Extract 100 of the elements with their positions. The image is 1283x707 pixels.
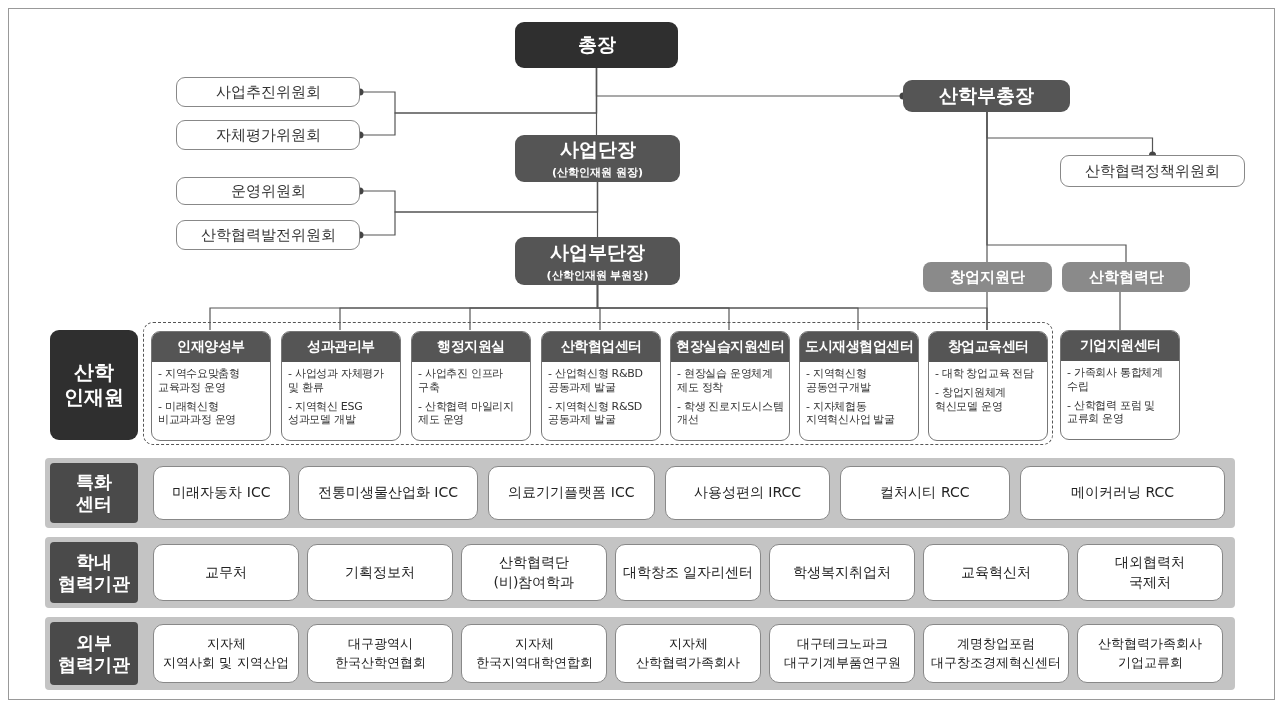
department-card (541, 331, 661, 441)
org-box (307, 544, 453, 601)
department-title: 기업지원센터 (1061, 331, 1179, 361)
org-box (1062, 262, 1190, 292)
label-text: 의료기기플랫폼 ICC (508, 484, 635, 502)
department-title: 창업교육센터 (929, 332, 1047, 362)
label-text: 미래자동차 ICC (172, 484, 271, 502)
org-box (153, 466, 290, 520)
band-label: 학내 협력기관 (50, 542, 138, 603)
subtitle-text: (산학인재원 원장) (552, 165, 643, 180)
org-box (307, 624, 453, 683)
label-text: 대구창조경제혁신센터 (931, 654, 1061, 671)
org-box (298, 466, 478, 520)
label-text: 산학협력단 (1088, 267, 1164, 287)
org-box (903, 80, 1070, 112)
label-text: 한국산학연협회 (334, 654, 426, 671)
department-title: 행정지원실 (412, 332, 530, 362)
bullet-text: - 지역혁신 ESG 성과모델 개발 (288, 399, 364, 427)
department-card (281, 331, 401, 441)
org-box (769, 624, 915, 683)
label-text: 기획정보처 (345, 563, 415, 582)
department-title: 인재양성부 (152, 332, 270, 362)
category-band (45, 458, 1235, 528)
org-box (488, 466, 655, 520)
label-text: 국제처 (1129, 573, 1171, 591)
label-text: 산학협력발전위원회 (200, 225, 336, 245)
title-text: 대구광역시 (347, 636, 413, 653)
org-box (461, 544, 607, 601)
label-text: 메이커러닝 RCC (1071, 484, 1174, 502)
label-text: 교무처 (205, 563, 247, 582)
committee-box (176, 77, 360, 107)
org-box (461, 624, 607, 683)
label-text: 기업교류회 (1117, 654, 1183, 671)
label-text: 창업지원단 (950, 267, 1025, 287)
org-box (769, 544, 915, 601)
title-text: 계명창업포럼 (957, 636, 1035, 653)
department-card (411, 331, 531, 441)
department-card (1060, 330, 1180, 440)
label-text: 운영위원회 (230, 181, 306, 201)
title-text: 대구테크노파크 (796, 636, 888, 653)
connector-line (986, 291, 988, 331)
title-text: 지자체 (514, 636, 554, 653)
bullet-text: - 대학 창업교육 전담 (935, 367, 1035, 381)
org-box (1020, 466, 1225, 520)
connector-line (596, 181, 599, 238)
label-text: 사업추진위원회 (215, 82, 321, 102)
title-text: 사업부단장 (550, 239, 645, 265)
department-title: 현장실습지원센터 (671, 332, 789, 362)
bullet-text: - 산업혁신형 R&BD 공동과제 발굴 (548, 367, 644, 395)
label-text: 전통미생물산업화 ICC (317, 484, 459, 502)
title-text: 지자체 (668, 636, 708, 653)
committee-box (176, 120, 360, 150)
org-box (515, 22, 678, 68)
title-text: 대외협력처 (1115, 554, 1185, 572)
title-text: 지자체 (206, 636, 246, 653)
department-card (928, 331, 1048, 441)
label-text: 대구기계부품연구원 (783, 654, 901, 671)
label-text: 총장 (577, 32, 616, 57)
label-text: 자체평가위원회 (215, 125, 321, 145)
org-box (923, 624, 1069, 683)
bullet-text: - 지역수요맞춤형 교육과정 운영 (158, 367, 241, 395)
category-band (45, 537, 1235, 608)
subtitle-text: (산학인재원 부원장) (546, 267, 649, 283)
org-box (1077, 544, 1223, 601)
label-text: 한국지역대학연합회 (475, 654, 593, 671)
label-text: 교육혁신처 (961, 563, 1031, 582)
org-box (153, 624, 299, 683)
bullet-text: - 지역혁신형 R&SD 공동과제 발굴 (548, 399, 644, 427)
bullet-text: - 미래혁신형 비교과과정 운영 (158, 399, 238, 427)
label-text: (비)참여학과 (493, 573, 575, 591)
connector-line (986, 111, 1127, 263)
org-box (515, 237, 680, 285)
bullet-text: - 사업추진 인프라 구축 (418, 367, 504, 395)
org-box (1077, 624, 1223, 683)
bullet-text: - 사업성과 자체평가 및 환류 (288, 367, 385, 395)
bullet-text: - 가족회사 통합체계 수립 (1067, 366, 1164, 394)
committee-box (1060, 155, 1245, 187)
bullet-text: - 산학협력 마일리지 제도 운영 (418, 399, 515, 427)
label-text: 학생복지취업처 (793, 563, 891, 582)
bullet-text: - 산학협력 포럼 및 교류회 운영 (1067, 398, 1157, 426)
connector-line (595, 67, 598, 136)
department-title: 성과관리부 (282, 332, 400, 362)
committee-box (176, 220, 360, 250)
band-label: 특화 센터 (50, 463, 138, 523)
title-text: 사업단장 (559, 137, 636, 162)
label-text: 산학협력가족회사 (636, 654, 740, 671)
department-card (151, 331, 271, 441)
title-text: 산학협력단 (499, 554, 569, 572)
bullet-text: - 현장실습 운영체계 제도 정착 (677, 367, 774, 395)
department-card (670, 331, 790, 441)
label-text: 산학협력정책위원회 (1085, 161, 1220, 181)
org-box (615, 624, 761, 683)
department-card (799, 331, 919, 441)
org-box (50, 330, 138, 440)
org-box (923, 262, 1052, 292)
committee-box (176, 177, 360, 205)
org-box (153, 544, 299, 601)
bullet-text: - 창업지원체계 혁신모델 운영 (935, 385, 1008, 414)
org-box (923, 544, 1069, 601)
connector-line (1119, 291, 1121, 331)
